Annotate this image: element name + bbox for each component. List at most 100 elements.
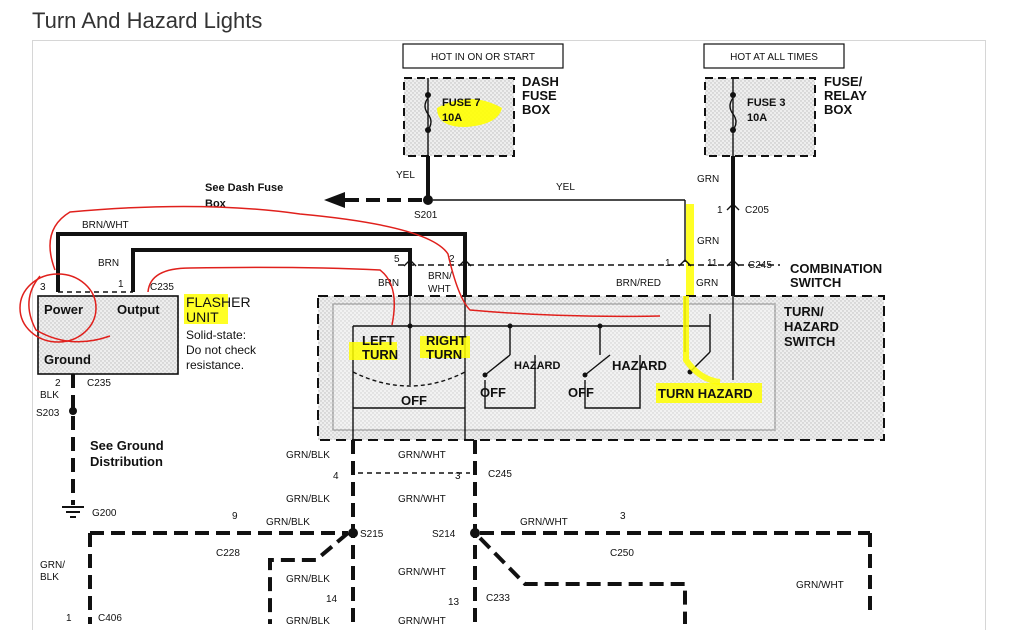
connector-label: C228 — [216, 548, 240, 559]
flasher-note: Solid-state: — [186, 328, 246, 342]
flasher-unit: Power Output Ground — [37, 295, 179, 375]
connector-label: C205 — [745, 205, 769, 216]
fuse-relay-box-label: RELAY — [824, 88, 867, 103]
flasher-title: FLASHER — [186, 294, 251, 310]
arrow-icon — [324, 192, 345, 208]
flasher-title: UNIT — [186, 309, 219, 325]
wire-label: GRN/WHT — [398, 494, 446, 505]
reference-label: Distribution — [90, 454, 163, 469]
page-title: Turn And Hazard Lights — [32, 8, 263, 33]
wire-label: GRN/BLK — [286, 616, 330, 624]
wire-label: GRN — [697, 236, 719, 247]
turn-hazard-switch-label: HAZARD — [784, 319, 839, 334]
wire-label: GRN/BLK — [286, 450, 330, 461]
pin-label: 3 — [620, 511, 626, 522]
pin-label: 2 — [449, 254, 455, 265]
flasher-note: Do not check — [186, 343, 257, 357]
reference-label: See Dash Fuse — [205, 182, 283, 194]
ground-label: G200 — [92, 508, 117, 519]
fuse-relay-box-label: FUSE/ — [824, 74, 863, 89]
wire-label: YEL — [396, 170, 415, 181]
hot-in-run-label: HOT IN ON OR START — [402, 43, 564, 69]
connector-label: C406 — [98, 613, 122, 624]
turn-hazard-switch-box — [332, 303, 776, 431]
connector-label: C245 — [748, 260, 772, 271]
left-turn-label: TURN — [362, 347, 398, 362]
wire-label: GRN/WHT — [796, 580, 844, 591]
wire-label: BLK — [40, 572, 59, 583]
wire-label: GRN/BLK — [266, 517, 310, 528]
pin-label: 1 — [717, 205, 723, 216]
pin-label: 9 — [232, 511, 238, 522]
combination-switch-box — [317, 295, 885, 441]
pin-label: 14 — [326, 594, 338, 605]
connector-label: C245 — [488, 469, 512, 480]
off-label: OFF — [568, 385, 594, 400]
splice-s201 — [423, 195, 433, 205]
connector-label: C233 — [486, 593, 510, 604]
turn-hazard-switch-label: SWITCH — [784, 334, 835, 349]
wire-label: BRN — [378, 278, 399, 289]
wire-label: GRN — [697, 174, 719, 185]
pin-label: 2 — [55, 378, 61, 389]
wire-label: BRN — [98, 258, 119, 269]
wire-label: GRN/BLK — [286, 574, 330, 585]
pin-label: 3 — [455, 471, 461, 482]
connector-label: C235 — [150, 282, 174, 293]
splice-label: S201 — [414, 210, 438, 221]
pin-label: 1 — [66, 613, 72, 624]
pin-label: 4 — [333, 471, 339, 482]
wire-label: BLK — [40, 390, 59, 401]
combination-switch-label: COMBINATION — [790, 261, 882, 276]
wire-label: GRN/WHT — [398, 616, 446, 624]
wire-label: YEL — [556, 182, 575, 193]
splice-label: S203 — [36, 408, 60, 419]
fuse-relay-box: FUSE 3 10A — [704, 77, 816, 157]
flasher-power-label: Power — [44, 302, 83, 317]
svg-text:HOT IN ON OR START: HOT IN ON OR START — [431, 52, 535, 63]
wire-label: GRN/WHT — [398, 567, 446, 578]
pin-label: 1 — [118, 279, 124, 290]
wire-label: GRN/BLK — [286, 494, 330, 505]
pin-label: 13 — [448, 597, 460, 608]
hazard-label: HAZARD — [514, 360, 560, 372]
wire-label: GRN — [696, 278, 718, 289]
connector-label: C250 — [610, 548, 634, 559]
pin-label: 1 — [665, 258, 671, 269]
wire-label: GRN/WHT — [398, 450, 446, 461]
reference-label: See Ground — [90, 438, 164, 453]
wire-label: GRN/WHT — [520, 517, 568, 528]
reference-label: Box — [205, 198, 227, 210]
turn-hazard-label: TURN HAZARD — [658, 386, 753, 401]
wire-label: BRN/RED — [616, 278, 661, 289]
pin-label: 11 — [707, 258, 718, 269]
hot-all-times-label: HOT AT ALL TIMES — [703, 43, 845, 69]
red-annotation — [19, 205, 661, 343]
right-turn-label: RIGHT — [426, 333, 467, 348]
fuse-relay-box-label: BOX — [824, 102, 853, 117]
dash-fuse-box: FUSE 7 10A — [403, 77, 515, 157]
pin-label: 5 — [394, 254, 400, 265]
pin-label: 3 — [40, 282, 46, 293]
svg-text:FUSE 7: FUSE 7 — [442, 97, 481, 109]
left-turn-label: LEFT — [362, 333, 395, 348]
svg-text:FUSE 3: FUSE 3 — [747, 97, 786, 109]
svg-text:HOT AT ALL TIMES: HOT AT ALL TIMES — [730, 52, 818, 63]
off-label: OFF — [480, 385, 506, 400]
wire-label: GRN/ — [40, 560, 65, 571]
hazard-label: HAZARD — [612, 358, 667, 373]
svg-text:10A: 10A — [442, 112, 462, 124]
ground-icon — [62, 506, 84, 518]
combination-switch-label: SWITCH — [790, 275, 841, 290]
connector-label: C235 — [87, 378, 111, 389]
wire-label: WHT — [428, 284, 451, 295]
dash-fuse-box-label: DASH — [522, 74, 559, 89]
splice-label: S214 — [432, 529, 456, 540]
turn-hazard-switch-label: TURN/ — [784, 304, 824, 319]
wire-label: BRN/WHT — [82, 220, 129, 231]
right-turn-label: TURN — [426, 347, 462, 362]
dash-fuse-box-label: BOX — [522, 102, 551, 117]
wire-label: BRN/ — [428, 271, 452, 282]
flasher-output-label: Output — [117, 302, 160, 317]
